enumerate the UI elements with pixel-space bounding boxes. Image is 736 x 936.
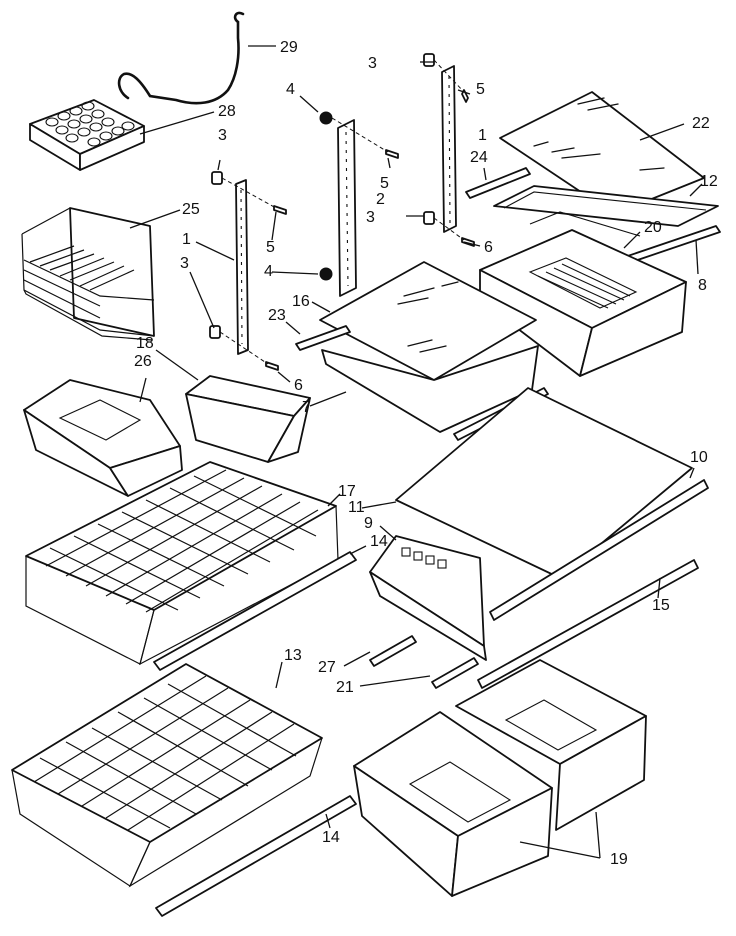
callout-29: 29: [280, 39, 298, 56]
part-27-rail: [369, 635, 417, 667]
callout-22: 22: [692, 115, 710, 132]
callout-12: 12: [700, 173, 718, 190]
part-11-drawer-cover: [395, 387, 693, 579]
part-22-glass-shelf: [499, 91, 705, 215]
callout-1: 1: [182, 231, 191, 248]
callout-14: 14: [322, 829, 340, 846]
callout-5: 5: [380, 175, 389, 192]
part-10-rail: [489, 479, 709, 621]
callout-17: 17: [338, 483, 356, 500]
callout-9: 9: [364, 515, 373, 532]
callout-8: 8: [698, 277, 707, 294]
part-14-rail-lower: [155, 795, 357, 917]
callout-16: 16: [292, 293, 310, 310]
callout-3: 3: [218, 127, 227, 144]
callout-14: 14: [370, 533, 388, 550]
callout-10: 10: [690, 449, 708, 466]
upper-crisper-drawer: [479, 229, 687, 377]
part-17-wire-basket: [25, 461, 339, 666]
part-19-crisper-right: [455, 659, 647, 831]
callout-24: 24: [470, 149, 488, 166]
part-26-bin-left: [23, 379, 183, 497]
callout-3: 3: [368, 55, 377, 72]
part-25-wire-rack: [21, 207, 155, 341]
callout-6: 6: [484, 239, 493, 256]
part-13-wire-basket: [11, 663, 323, 888]
part-23-rail: [295, 325, 351, 351]
part-15-rail: [477, 559, 699, 689]
callout-labels: 29 28 3 5 1 4 22 3 5 2 24 12 25 3 5 1 4 …: [134, 39, 718, 868]
part-18-bin-right: [185, 375, 311, 463]
part-16-glass-shelf: [319, 261, 537, 381]
callout-26: 26: [134, 353, 152, 370]
callout-23: 23: [268, 307, 286, 324]
callout-20: 20: [644, 219, 662, 236]
part-28-ice-tray: [29, 99, 145, 171]
callout-7: 7: [302, 399, 311, 416]
callout-15: 15: [652, 597, 670, 614]
part-1-left-rail: [235, 179, 249, 355]
callout-4: 4: [286, 81, 295, 98]
callout-27: 27: [318, 659, 336, 676]
part-24-rail: [465, 167, 531, 199]
part-19-crisper-left: [353, 711, 553, 897]
callout-5: 5: [266, 239, 275, 256]
part-20-crisper-cover: [529, 211, 641, 237]
hardware-clips-screws: [209, 53, 475, 371]
part-1-right-rail: [441, 65, 457, 233]
callout-6: 6: [294, 377, 303, 394]
callout-18: 18: [136, 335, 154, 352]
part-9-drawer-body: [369, 535, 487, 661]
part-21-rail: [431, 657, 479, 689]
part-12-frame: [493, 185, 719, 227]
callout-28: 28: [218, 103, 236, 120]
callout-25: 25: [182, 201, 200, 218]
callout-1: 1: [478, 127, 487, 144]
callout-11: 11: [348, 499, 365, 516]
part-29-wire-handle: [117, 11, 245, 105]
callout-13: 13: [284, 647, 302, 664]
callout-4: 4: [264, 263, 273, 280]
callout-3: 3: [180, 255, 189, 272]
leader-lines: [129, 45, 703, 859]
callout-21: 21: [336, 679, 354, 696]
part-14-rail-upper: [153, 551, 357, 671]
callout-2: 2: [376, 191, 385, 208]
callout-5: 5: [476, 81, 485, 98]
callout-19: 19: [610, 851, 628, 868]
part-2-center-rail: [337, 119, 357, 297]
callout-3: 3: [366, 209, 375, 226]
